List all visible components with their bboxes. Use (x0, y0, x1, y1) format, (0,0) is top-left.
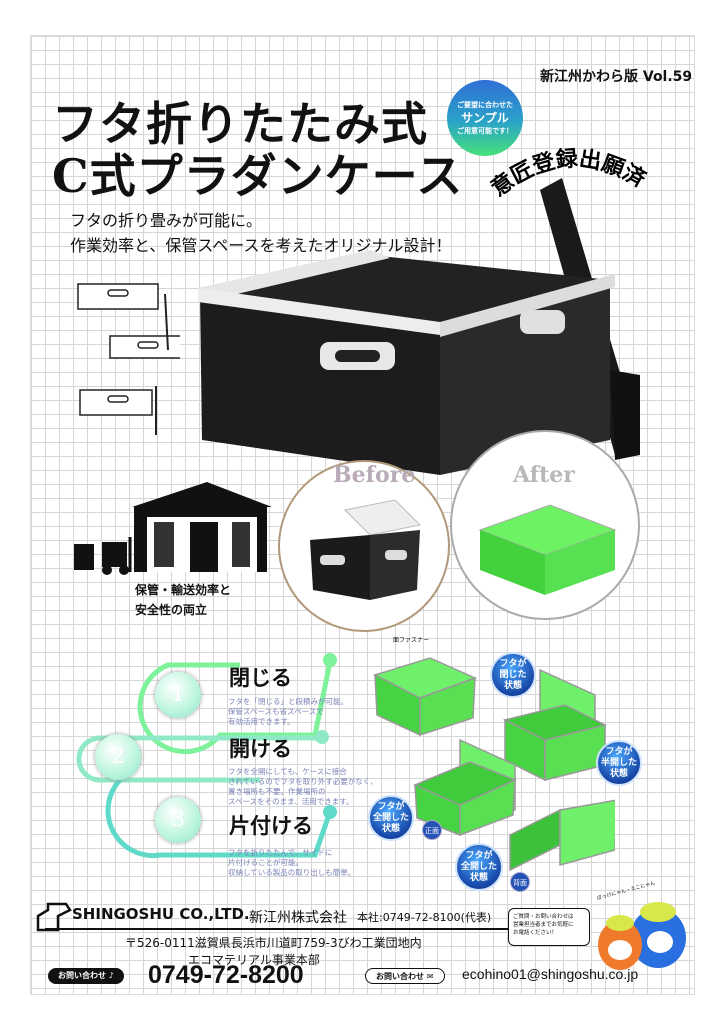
contact-label: お問い合わせ (58, 971, 106, 980)
desc-line: 有効活用できます。 (228, 717, 295, 726)
sample-badge: ご要望に合わせた サンプル ご用意可能です！ (447, 80, 523, 156)
step-1-desc: フタを「閉じる」と段積みが可能。保管スペースも省スペースで有効活用できます。 (228, 697, 348, 727)
state-text: フタが (499, 658, 527, 669)
warehouse-forklift-icon (74, 482, 272, 575)
state-text: 状態 (609, 768, 628, 779)
warehouse-caption-line-1: 保管・輸送効率と (135, 583, 232, 597)
phone-icon: ♪ (108, 971, 114, 980)
state-open-front-badge: フタが全開した状態 (368, 795, 414, 841)
green-case-variants (373, 657, 615, 872)
warehouse-caption: 保管・輸送効率と 安全性の両立 (135, 580, 231, 620)
state-text: フタが (377, 801, 405, 812)
steps-circuit-lines (76, 653, 337, 859)
company-logo-icon (36, 902, 72, 932)
mail-icon: ✉ (426, 972, 434, 981)
company-name-en: SHINGOSHU CO.,LTD. (72, 905, 250, 923)
badge-line-1: ご要望に合わせた (457, 101, 513, 109)
desc-line: 片付けることが可能。 (228, 858, 303, 867)
contact-email[interactable]: ecohino01@shingoshu.co.jp (462, 966, 639, 982)
title-line-1: フタ折りたたみ式 (52, 97, 428, 151)
page-title: フタ折りたたみ式 C式プラダンケース (52, 98, 463, 202)
step-1-title: 閉じる (229, 665, 292, 690)
state-text: 全開した (372, 812, 409, 823)
subtitle-line-1: フタの折り畳みが可能に。 (70, 211, 263, 230)
volume-label: 新江州かわら版 Vol.59 (540, 69, 693, 85)
state-text: フタが (465, 850, 493, 861)
contact-phone-button[interactable]: お問い合わせ ♪ (48, 968, 124, 984)
desc-line: 収納している製品の取り出しも簡単。 (228, 868, 356, 877)
before-box-image (310, 499, 422, 600)
step-2-desc: フタを全開にしても、ケースに接合されているのでフタを取り外す必要がなく、置き場所… (228, 767, 378, 807)
desc-line: フタを全開にしても、ケースに接合 (228, 767, 347, 776)
state-text: 状態 (381, 823, 400, 834)
state-text: 閉じた (499, 669, 527, 680)
lid-folding-diagrams (77, 283, 180, 435)
state-text: 状態 (469, 872, 488, 883)
front-badge: 正面 (422, 820, 442, 840)
design-registration-arc: 意匠登録出願済 (486, 146, 651, 202)
mail-label: お問い合わせ (376, 972, 424, 981)
division: エコマテリアル事業本部 (188, 953, 320, 967)
contact-phone-number[interactable]: 0749-72-8200 (148, 961, 304, 989)
step-1-number: 1 (155, 672, 201, 718)
back-badge: 背面 (510, 872, 530, 892)
step-2-number: 2 (95, 734, 141, 780)
title-line-2: C式プラダンケース (52, 149, 464, 203)
step-3-number: 3 (155, 797, 201, 843)
state-closed-badge: フタが閉じた状態 (490, 652, 536, 698)
address: 〒526-0111滋賀県長浜市川道町759-3びわ工業団地内 (125, 936, 422, 950)
company-name-jp: 新江州株式会社 (249, 910, 347, 926)
badge-line-2: サンプル (461, 111, 509, 125)
desc-line: スペースをそのまま、活用できます。 (228, 797, 354, 806)
contact-mail-button[interactable]: お問い合わせ ✉ (365, 968, 445, 984)
desc-line: フタを折りたたんで、サイドに (228, 848, 333, 857)
step-2-title: 開ける (229, 736, 292, 761)
after-label: After (513, 462, 575, 488)
state-open-back-badge: フタが全開した状態 (455, 843, 503, 891)
subtitle-line-2: 作業効率と、保管スペースを考えたオリジナル設計！ (70, 236, 452, 255)
footer-divider (45, 928, 515, 930)
state-half-badge: フタが半開した状態 (596, 740, 642, 786)
step-3-title: 片付ける (229, 813, 313, 838)
speech-line: お電話ください！ (513, 930, 558, 936)
fastener-label: 面ファスナー (393, 637, 430, 644)
speech-line: ご質問・お問い合わせは (513, 914, 574, 920)
desc-line: されているのでフタを取り外す必要がなく、 (228, 777, 378, 786)
black-case-illustration (198, 178, 640, 475)
subtitle: フタの折り畳みが可能に。 作業効率と、保管スペースを考えたオリジナル設計！ (70, 208, 451, 258)
mascot-cats-icon (598, 902, 686, 970)
step-3-desc: フタを折りたたんで、サイドに片付けることが可能。収納している製品の取り出しも簡単… (228, 848, 355, 878)
speech-line: 営業担当者までお気軽に (513, 922, 574, 928)
speech-bubble: ご質問・お問い合わせは営業担当者までお気軽にお電話ください！ (508, 908, 590, 946)
desc-line: フタを「閉じる」と段積みが可能。 (228, 697, 348, 706)
desc-line: 置き場所も不要。作業場所の (228, 787, 326, 796)
hq-phone: 本社:0749-72-8100(代表) (357, 911, 492, 924)
warehouse-caption-line-2: 安全性の両立 (135, 603, 208, 617)
desc-line: 保管スペースも省スペースで (228, 707, 324, 716)
state-text: フタが (605, 746, 633, 757)
before-label: Before (333, 462, 416, 488)
state-text: 全開した (460, 861, 497, 872)
badge-line-3: ご用意可能です！ (457, 127, 513, 135)
state-text: 半開した (600, 757, 637, 768)
state-text: 状態 (503, 680, 522, 691)
after-box-image (478, 504, 617, 595)
